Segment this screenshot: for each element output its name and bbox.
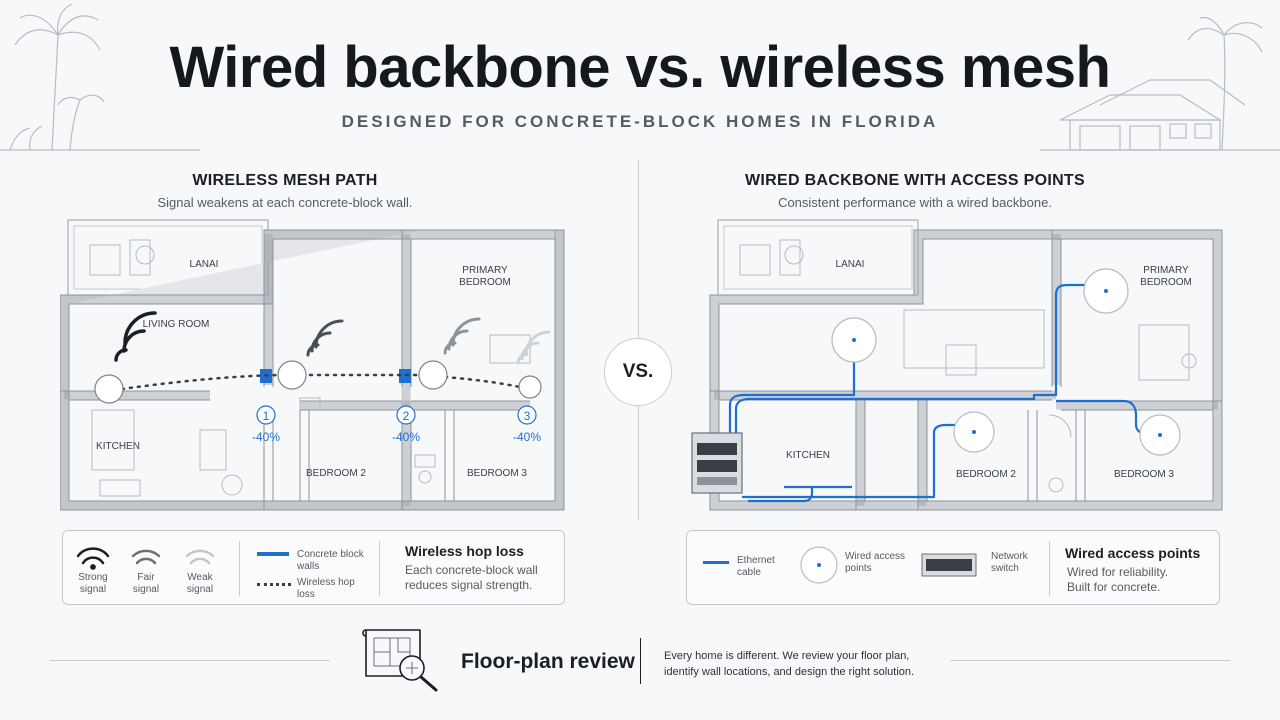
hop-badge-1 [256,405,276,425]
wifi-icon-fair [306,319,344,357]
mesh-node-4 [518,375,542,399]
wifi-icon-weak [443,317,481,355]
mesh-node-1 [94,374,124,404]
mesh-node-3 [418,360,448,390]
hop-number-3: 3 [524,409,531,423]
footer-divider [640,638,641,684]
vs-badge: VS. [604,338,672,406]
legend-ethernet-1: Ethernet [737,555,775,566]
page-subtitle: DESIGNED FOR CONCRETE-BLOCK HOMES IN FLO… [341,112,939,131]
right-panel-subtitle: Consistent performance with a wired back… [778,195,1052,210]
wireless-hop-path [120,373,522,391]
legend-fair-1: Fair [137,572,155,583]
room-label-bedroom2: BEDROOM 2 [306,468,366,479]
room-label-primary-2: BEDROOM [459,277,511,288]
room-label-primary-1: PRIMARY [462,265,508,276]
hop-loss-1: -40% [252,430,280,444]
house-sketch-right [1040,16,1280,151]
legend-weak-2: signal [186,584,214,595]
room-label-lanai: LANAI [190,259,219,270]
legend-wall-2: walls [297,561,320,572]
wall-marker-2 [399,369,411,383]
legend-ethernet-2: cable [737,567,761,578]
ethernet-run-3 [742,423,966,499]
legend-wired-heading: Wired access points [1065,545,1201,561]
palm-tree-sketch-left [0,3,200,151]
network-switch-icon [691,432,743,494]
mesh-node-2 [277,360,307,390]
legend-wall-1: Concrete block [297,549,364,560]
legend-wireless-heading: Wireless hop loss [405,543,524,559]
room-label-bedroom3-right: BEDROOM 3 [1114,469,1174,480]
legend-hop-1: Wireless hop [297,577,355,588]
legend-wireless-desc-2: reduces signal strength. [405,578,533,592]
network-switch-legend-icon [921,553,977,577]
legend-wifi-icons [77,547,215,570]
floor-plan-review-text: Every home is different. We review your … [664,650,915,678]
left-panel-title: WIRELESS MESH PATH [192,172,378,189]
room-label-bedroom3: BEDROOM 3 [467,468,527,479]
wifi-icon-strong [114,311,157,362]
floor-plan-review-title: Floor-plan review [461,650,635,673]
legend-strong-1: Strong [78,572,108,583]
footer-rule-left [50,660,330,661]
left-panel-subtitle: Signal weakens at each concrete-block wa… [157,195,413,210]
legend-hop-dots [257,583,291,586]
floor-plan-magnifier-icon [362,629,438,692]
hop-loss-2: -40% [392,430,420,444]
page-title: Wired backbone vs. wireless mesh [169,35,1111,100]
ethernet-run-4 [748,485,852,503]
legend-strong-2: signal [79,584,107,595]
room-label-living: LIVING ROOM [143,319,210,330]
legend-fair-2: signal [132,584,160,595]
lanai-area-right [717,219,919,296]
wifi-icon-very-weak [516,330,551,365]
legend-ethernet-swatch [703,561,729,564]
room-label-kitchen: KITCHEN [96,441,140,452]
legend-ap-1: Wired access [845,551,906,562]
hop-number-2: 2 [403,409,410,423]
legend-weak-1: Weak [187,572,213,583]
legend-ap-2: points [845,563,872,574]
hop-badge-2 [396,405,416,425]
hop-number-1: 1 [263,409,270,423]
room-label-kitchen-right: KITCHEN [786,450,830,461]
access-point-icon [800,546,838,584]
legend-wireless-desc-1: Each concrete-block wall [405,563,538,577]
hop-badge-3 [517,405,537,425]
ethernet-run-1 [728,350,856,453]
right-panel-title: WIRED BACKBONE WITH ACCESS POINTS [745,172,1085,189]
room-label-primary-right-1: PRIMARY [1143,265,1189,276]
legend-wall-swatch [257,552,289,556]
legend-switch-1: Network [991,551,1028,562]
room-label-lanai-right: LANAI [836,259,865,270]
wireless-floor-plan: LANAI PRIMARY BEDROOM LIVING ROOM KITCHE… [60,219,565,511]
room-label-bedroom2-right: BEDROOM 2 [956,469,1016,480]
legend-hop-2: loss [297,589,315,600]
footer-rule-right [950,660,1230,661]
legend-wired-desc-2: Built for concrete. [1067,580,1161,594]
legend-wired-desc-1: Wired for reliability. [1067,565,1169,579]
wired-floor-plan: LANAI PRIMARY BEDROOM KITCHEN BEDROOM 2 … [691,219,1223,511]
hop-loss-3: -40% [513,430,541,444]
room-label-primary-right-2: BEDROOM [1140,277,1192,288]
legend-switch-2: switch [991,563,1019,574]
